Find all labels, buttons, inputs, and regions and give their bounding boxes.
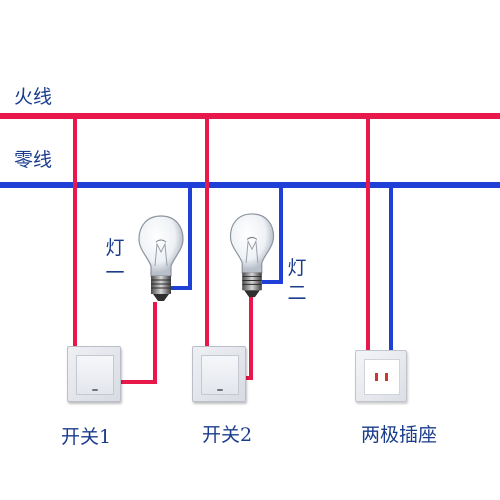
lamp-2-label: 灯二 (287, 257, 307, 304)
socket-pin-left (375, 373, 378, 381)
switch-1-to-lamp-1 (120, 302, 157, 384)
bulb-2-icon (229, 213, 275, 298)
switch-1-rocker (76, 355, 114, 395)
switch-1-label: 开关1 (61, 426, 112, 448)
socket-pin-right (385, 373, 388, 381)
lamp-1-label: 灯一 (105, 237, 125, 284)
lamp-1-neutral (168, 185, 192, 290)
live-wire-label: 火线 (14, 86, 53, 108)
bulb-1-icon (138, 215, 184, 301)
switch-1-icon (67, 346, 121, 402)
socket-label: 两极插座 (361, 424, 438, 446)
switch-2-indicator (217, 389, 223, 391)
switch-2-icon (192, 346, 246, 402)
switch-2-label: 开关2 (202, 424, 253, 446)
lamp-2-neutral (262, 185, 283, 284)
switch-1-indicator (92, 389, 98, 391)
socket-icon (355, 350, 407, 402)
socket-face (364, 359, 400, 395)
neutral-wire-label: 零线 (14, 149, 53, 171)
switch-2-rocker (201, 355, 239, 395)
